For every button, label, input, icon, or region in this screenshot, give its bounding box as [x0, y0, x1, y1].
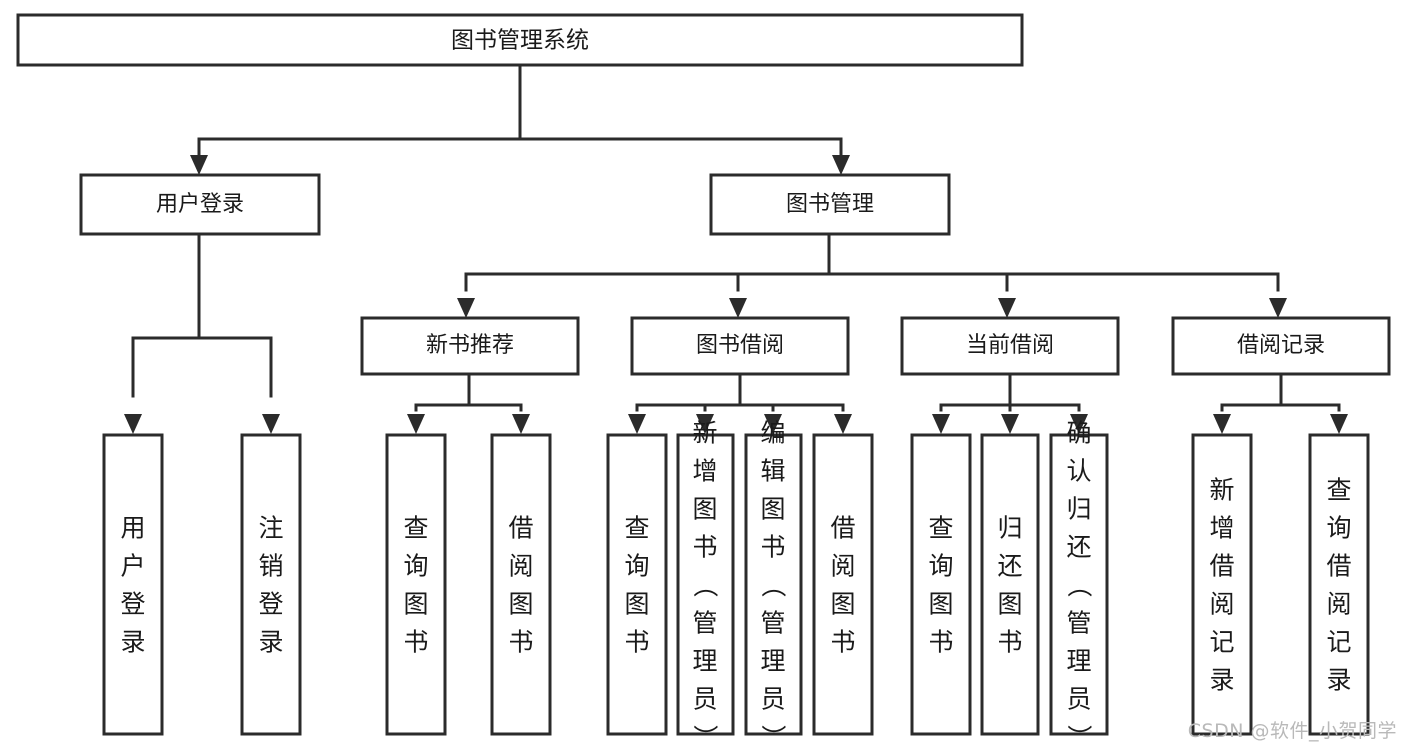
- leaf-query-book-2-box[interactable]: [606, 433, 668, 736]
- arrow-to-leaf-user-login: [124, 414, 142, 434]
- node-root-box[interactable]: [16, 13, 1024, 67]
- node-book-borrow-label: 图书借阅: [696, 333, 784, 358]
- arrow-to-leaf-query-record: [1330, 414, 1348, 434]
- leaf-query-record-label: 查询借阅记录: [1326, 476, 1351, 695]
- node-book-manage[interactable]: 图书管理: [709, 173, 951, 236]
- leaf-edit-book-box[interactable]: [744, 433, 803, 736]
- leaf-borrow-book-1-box[interactable]: [490, 433, 552, 736]
- leaf-edit-book-label: 编辑图书管理员: [760, 419, 785, 714]
- leaf-add-record[interactable]: 新增借阅记录: [1191, 433, 1253, 736]
- node-borrow-record[interactable]: 借阅记录: [1171, 316, 1391, 376]
- arrow-to-new-book-recommend: [457, 298, 475, 318]
- node-new-book-recommend-label: 新书推荐: [426, 333, 514, 358]
- leaf-confirm-return-label: 确认归还管理员: [1066, 419, 1091, 714]
- leaf-borrow-book-2[interactable]: 借阅图书: [812, 433, 874, 736]
- node-current-borrow[interactable]: 当前借阅: [900, 316, 1120, 376]
- node-book-manage-label: 图书管理: [786, 192, 874, 217]
- leaf-user-logout-label: 注销登录: [258, 514, 283, 657]
- node-current-borrow-label: 当前借阅: [966, 333, 1054, 358]
- leaf-borrow-book-2-box[interactable]: [812, 433, 874, 736]
- arrow-to-leaf-query-book-2: [628, 414, 646, 434]
- leaf-user-login[interactable]: 用户登录: [102, 433, 164, 736]
- arrow-to-leaf-return-book: [1001, 414, 1019, 434]
- leaf-query-book-1-box[interactable]: [385, 433, 447, 736]
- node-new-book-recommend-box[interactable]: [360, 316, 580, 376]
- arrow-to-user-login: [190, 155, 208, 175]
- arrow-to-current-borrow: [998, 298, 1016, 318]
- arrow-to-book-borrow: [729, 298, 747, 318]
- node-book-borrow-box[interactable]: [630, 316, 850, 376]
- leaf-user-logout-box[interactable]: [240, 433, 302, 736]
- leaf-query-record[interactable]: 查询借阅记录: [1308, 433, 1370, 736]
- leaf-add-book-label: 新增图书管理员: [692, 419, 717, 714]
- connector-layer: [124, 63, 1348, 434]
- leaf-add-record-label: 新增借阅记录: [1209, 476, 1234, 695]
- arrow-to-leaf-add-record: [1213, 414, 1231, 434]
- node-root-label: 图书管理系统: [451, 28, 589, 54]
- arrow-to-leaf-borrow-book-2: [834, 414, 852, 434]
- leaf-query-book-1[interactable]: 查询图书: [385, 433, 447, 736]
- node-user-login-label: 用户登录: [156, 192, 244, 217]
- leaf-query-book-3[interactable]: 查询图书: [910, 433, 972, 736]
- leaf-confirm-return[interactable]: 确认归还管理员 （ ）: [1049, 419, 1109, 747]
- arrow-to-leaf-query-book-1: [407, 414, 425, 434]
- arrow-to-leaf-user-logout: [262, 414, 280, 434]
- node-book-borrow[interactable]: 图书借阅: [630, 316, 850, 376]
- leaf-return-book-box[interactable]: [980, 433, 1040, 736]
- arrow-to-leaf-borrow-book-1: [512, 414, 530, 434]
- leaf-borrow-book-2-label: 借阅图书: [830, 514, 855, 657]
- svg-text:）: ）: [759, 724, 788, 747]
- node-borrow-record-box[interactable]: [1171, 316, 1391, 376]
- node-borrow-record-label: 借阅记录: [1237, 333, 1325, 358]
- arrow-to-leaf-query-book-3: [932, 414, 950, 434]
- leaf-return-book-label: 归还图书: [997, 514, 1022, 657]
- node-user-login-box[interactable]: [79, 173, 321, 236]
- leaf-query-book-1-label: 查询图书: [403, 514, 428, 657]
- svg-text:（: （: [691, 572, 720, 597]
- leaf-return-book[interactable]: 归还图书: [980, 433, 1040, 736]
- svg-text:）: ）: [691, 724, 720, 747]
- node-root[interactable]: 图书管理系统: [16, 13, 1024, 67]
- leaf-borrow-book-1[interactable]: 借阅图书: [490, 433, 552, 736]
- node-new-book-recommend[interactable]: 新书推荐: [360, 316, 580, 376]
- leaf-add-book-box[interactable]: [676, 433, 735, 736]
- leaf-add-record-box[interactable]: [1191, 433, 1253, 736]
- svg-text:（: （: [1065, 572, 1094, 597]
- leaf-add-book[interactable]: 新增图书管理员 （ ）: [676, 419, 735, 747]
- leaf-confirm-return-box[interactable]: [1049, 433, 1109, 736]
- leaf-query-book-2-label: 查询图书: [624, 514, 649, 657]
- leaf-query-book-3-box[interactable]: [910, 433, 972, 736]
- node-user-login[interactable]: 用户登录: [79, 173, 321, 236]
- svg-text:（: （: [759, 572, 788, 597]
- leaf-user-login-box[interactable]: [102, 433, 164, 736]
- leaf-query-book-2[interactable]: 查询图书: [606, 433, 668, 736]
- leaf-user-logout[interactable]: 注销登录: [240, 433, 302, 736]
- arrow-to-book-manage: [832, 155, 850, 175]
- leaf-user-login-label: 用户登录: [120, 514, 145, 657]
- leaf-edit-book[interactable]: 编辑图书管理员 （ ）: [744, 419, 803, 747]
- node-book-manage-box[interactable]: [709, 173, 951, 236]
- svg-text:）: ）: [1065, 724, 1094, 747]
- arrow-to-borrow-record: [1269, 298, 1287, 318]
- leaf-borrow-book-1-label: 借阅图书: [508, 514, 533, 657]
- leaf-query-book-3-label: 查询图书: [928, 514, 953, 657]
- leaf-query-record-box[interactable]: [1308, 433, 1370, 736]
- node-current-borrow-box[interactable]: [900, 316, 1120, 376]
